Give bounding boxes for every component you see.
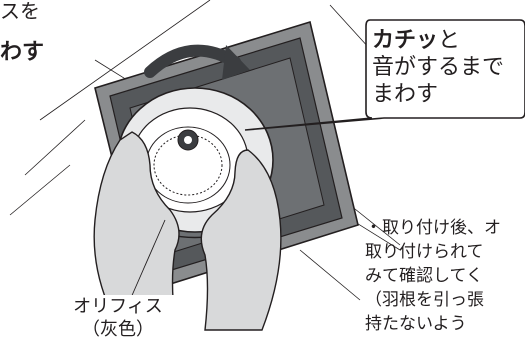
orifice-leader-line	[129, 219, 166, 301]
note-line-2: 取り付けられて	[365, 242, 484, 262]
orifice-label-name: オリフィス	[73, 296, 163, 317]
callout-text: カチッと 音がするまで まわす	[372, 27, 504, 108]
note-line-3: みて確認してく	[365, 266, 483, 286]
callout-line-1: カチッと	[372, 27, 504, 54]
note-line-1: ・取り付け後、オ	[365, 218, 501, 238]
orifice-label-color: （灰色）	[82, 319, 154, 340]
instruction-line-2: わす	[0, 40, 45, 65]
callout-line-2: 音がするまで	[372, 55, 505, 80]
gloved-hands	[93, 131, 282, 331]
instruction-line-1: スを	[0, 0, 40, 23]
rotation-arrow-icon	[144, 44, 250, 80]
callout-bold-text: カチッ	[372, 28, 439, 53]
note-line-5: 持たないよう	[365, 314, 467, 334]
callout-line-3: まわす	[372, 82, 439, 107]
orifice-label: オリフィス （灰色）	[58, 295, 178, 341]
callout-line-1-rest: と	[438, 28, 461, 53]
installation-note: ・取り付け後、オ 取り付けられて みて確認してく （羽根を引っ張 持たないよう	[365, 216, 501, 336]
note-line-4: （羽根を引っ張	[365, 290, 484, 310]
